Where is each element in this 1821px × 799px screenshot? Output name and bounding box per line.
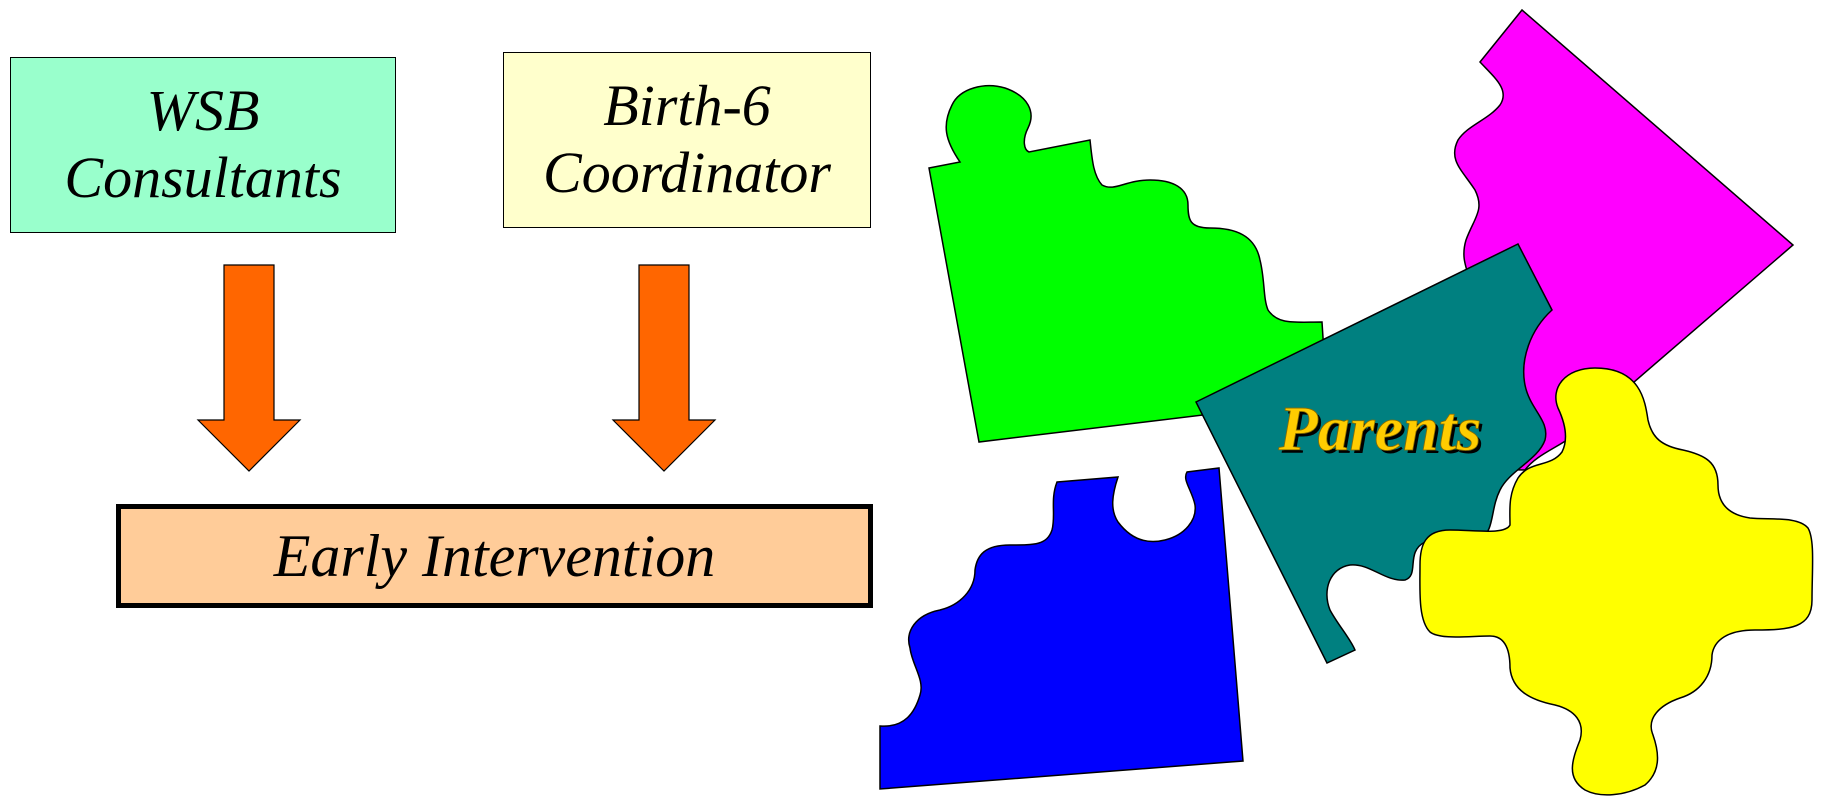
down-arrow-left — [196, 264, 302, 472]
green-piece — [928, 85, 1328, 443]
wsb-consultants-box: WSB Consultants — [10, 57, 396, 233]
yellow-piece — [1419, 367, 1814, 796]
birth6-line2: Coordinator — [543, 140, 831, 205]
parents-label: Parents — [1278, 393, 1482, 464]
parents-label-shadow: Parents — [1281, 396, 1485, 467]
birth6-line1: Birth-6 — [603, 73, 771, 139]
birth6-coordinator-box: Birth-6 Coordinator — [503, 52, 871, 228]
early-intervention-box: Early Intervention — [116, 504, 873, 608]
down-arrow-right — [611, 264, 717, 472]
blue-piece — [879, 467, 1244, 790]
wsb-line1: WSB — [146, 78, 260, 144]
early-intervention-label: Early Intervention — [273, 522, 716, 589]
wsb-line2: Consultants — [64, 145, 342, 210]
